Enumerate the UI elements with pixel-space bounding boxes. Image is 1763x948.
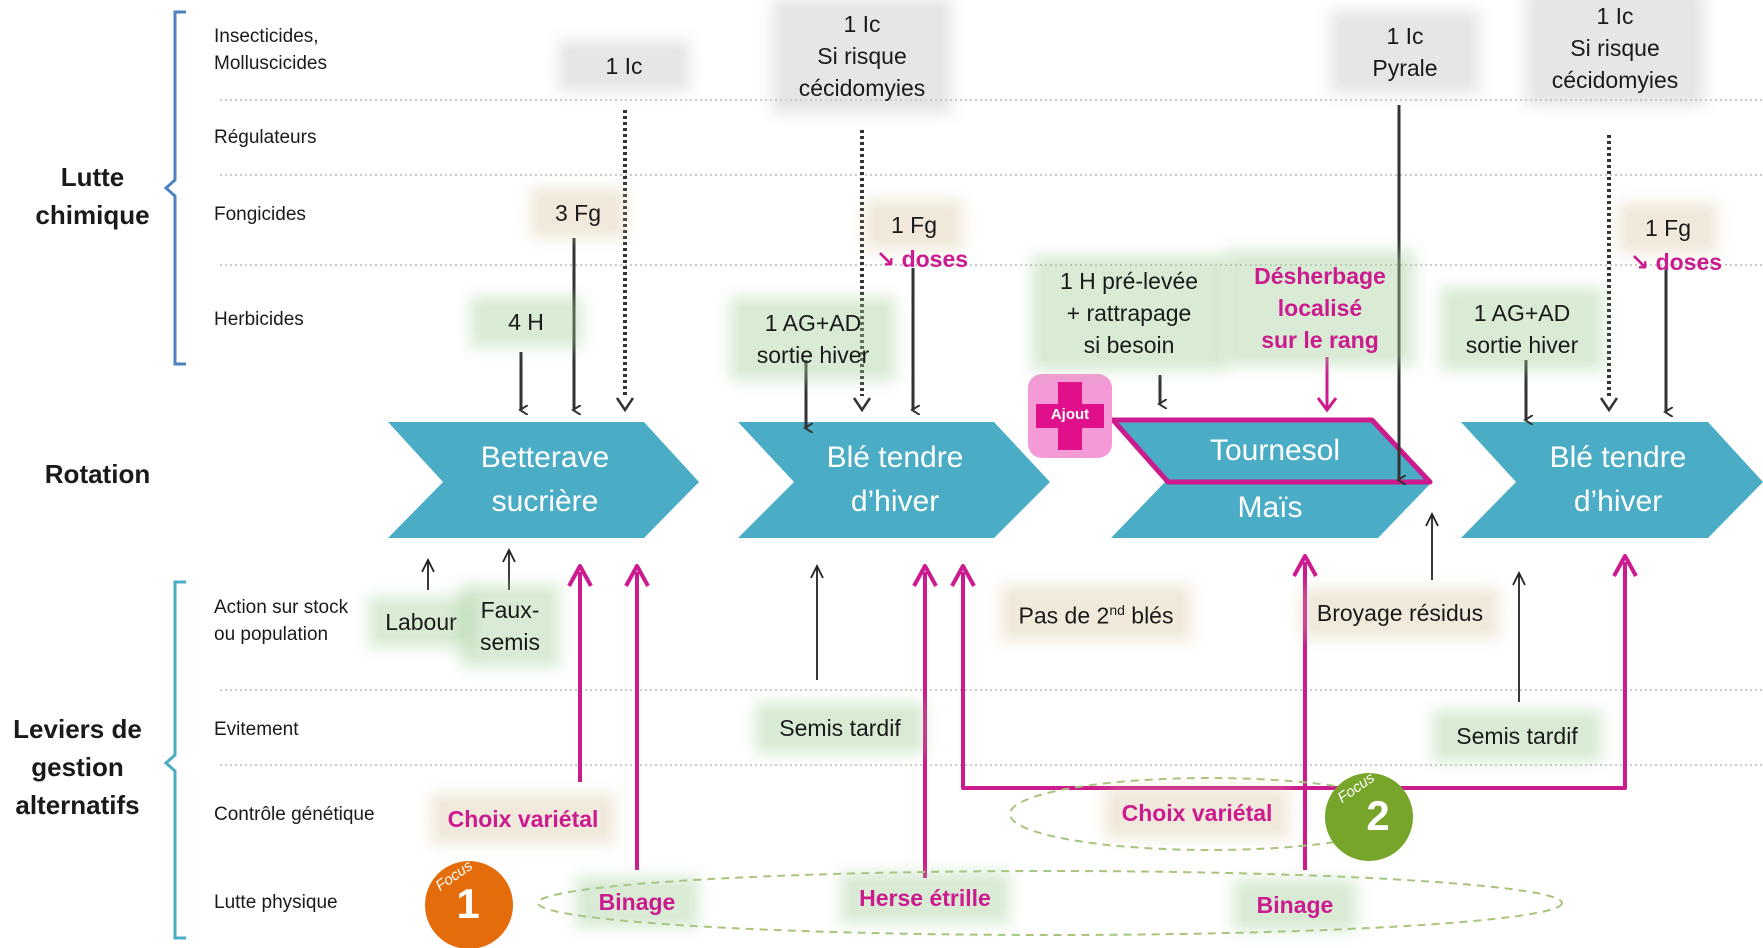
- note-fg-1: 3 Fg: [540, 197, 616, 229]
- note-fg-2: 1 Fg: [874, 209, 954, 241]
- row-separators: [220, 99, 1763, 766]
- note-ic-2: 1 Ic Si risque cécidomyies: [782, 8, 942, 104]
- dotted-arrows: [623, 110, 1611, 396]
- row-fongicides: Fongicides: [214, 204, 306, 225]
- note-fg-4-doses: ↘ doses: [1629, 249, 1723, 275]
- note-h-2: 1 AG+AD sortie hiver: [740, 307, 886, 371]
- note-choix-varietal-2: Choix variétal: [1114, 797, 1280, 829]
- dotted-arrow-heads: [615, 397, 1619, 413]
- focus2-badge: [1325, 773, 1413, 861]
- chevron-betterave: [388, 422, 699, 538]
- row-evitement: Evitement: [214, 719, 299, 740]
- row-insecticides: Insecticides, Molluscicides: [214, 26, 327, 74]
- crop-mais: Maïs: [1237, 491, 1303, 524]
- note-binage-1: Binage: [585, 886, 689, 918]
- note-faux-semis: Faux- semis: [470, 594, 550, 658]
- group-leviers: Leviers de gestion alternatifs: [13, 714, 142, 820]
- note-broyage-residus: Broyage résidus: [1310, 597, 1490, 629]
- focus1-badge: [425, 861, 513, 948]
- group-lutte-chimique: Lutte chimique: [35, 162, 150, 230]
- row-action-stock: Action sur stock ou population: [214, 597, 349, 645]
- alt-bracket: [163, 580, 186, 940]
- row-regulateurs: Régulateurs: [214, 127, 317, 148]
- note-semis-tardif-1: Semis tardif: [765, 712, 915, 744]
- row-lutte-physique: Lutte physique: [214, 892, 338, 913]
- crop-betterave: Betterave sucrière: [480, 441, 610, 518]
- focus2-number: 2: [1366, 792, 1390, 839]
- chevron-mais: [1111, 482, 1432, 538]
- chevron-ble-1: [738, 422, 1050, 538]
- note-desherbage-localise: Désherbage localisé sur le rang: [1235, 260, 1405, 356]
- note-herse-etrille: Herse étrille: [850, 882, 1000, 914]
- note-labour: Labour: [378, 606, 464, 638]
- note-h-4: 1 AG+AD sortie hiver: [1450, 297, 1594, 361]
- note-semis-tardif-2: Semis tardif: [1442, 720, 1592, 752]
- note-ic-3: 1 Ic Pyrale: [1340, 20, 1470, 84]
- pink-loc-arrow: [1316, 357, 1338, 413]
- note-fg-4: 1 Fg: [1628, 212, 1708, 244]
- crop-ble-2: Blé tendre d’hiver: [1549, 441, 1687, 518]
- focus1-number: 1: [456, 880, 480, 927]
- note-h-3: 1 H pré-levée + rattrapage si besoin: [1041, 265, 1217, 361]
- up-arrows: [421, 511, 1526, 702]
- note-h-1: 4 H: [480, 306, 572, 338]
- chevron-ble-2: [1461, 422, 1763, 538]
- chem-bracket: [163, 10, 186, 366]
- focus1-ellipse: [537, 870, 1563, 936]
- note-binage-2: Binage: [1243, 889, 1347, 921]
- crop-tournesol: Tournesol: [1209, 434, 1341, 467]
- row-herbicides: Herbicides: [214, 309, 304, 330]
- note-fg-2-doses: ↘ doses: [875, 246, 969, 272]
- ajout-cross: [1036, 382, 1104, 450]
- crop-ble-1: Blé tendre d’hiver: [826, 441, 964, 518]
- note-ic-4: 1 Ic Si risque cécidomyies: [1535, 0, 1695, 96]
- note-pas-2nd-bles: Pas de 2nd blés: [1010, 594, 1182, 632]
- note-choix-varietal-1: Choix variétal: [440, 803, 606, 835]
- note-ic-1: 1 Ic: [568, 50, 680, 82]
- chem-arrows: [521, 105, 1666, 480]
- row-controle-genetique: Contrôle génétique: [214, 804, 375, 825]
- ajout-label: Ajout: [1050, 406, 1090, 423]
- pink-arrows: [567, 554, 1638, 878]
- chevron-tournesol: [1110, 417, 1433, 485]
- group-rotation: Rotation: [44, 459, 151, 489]
